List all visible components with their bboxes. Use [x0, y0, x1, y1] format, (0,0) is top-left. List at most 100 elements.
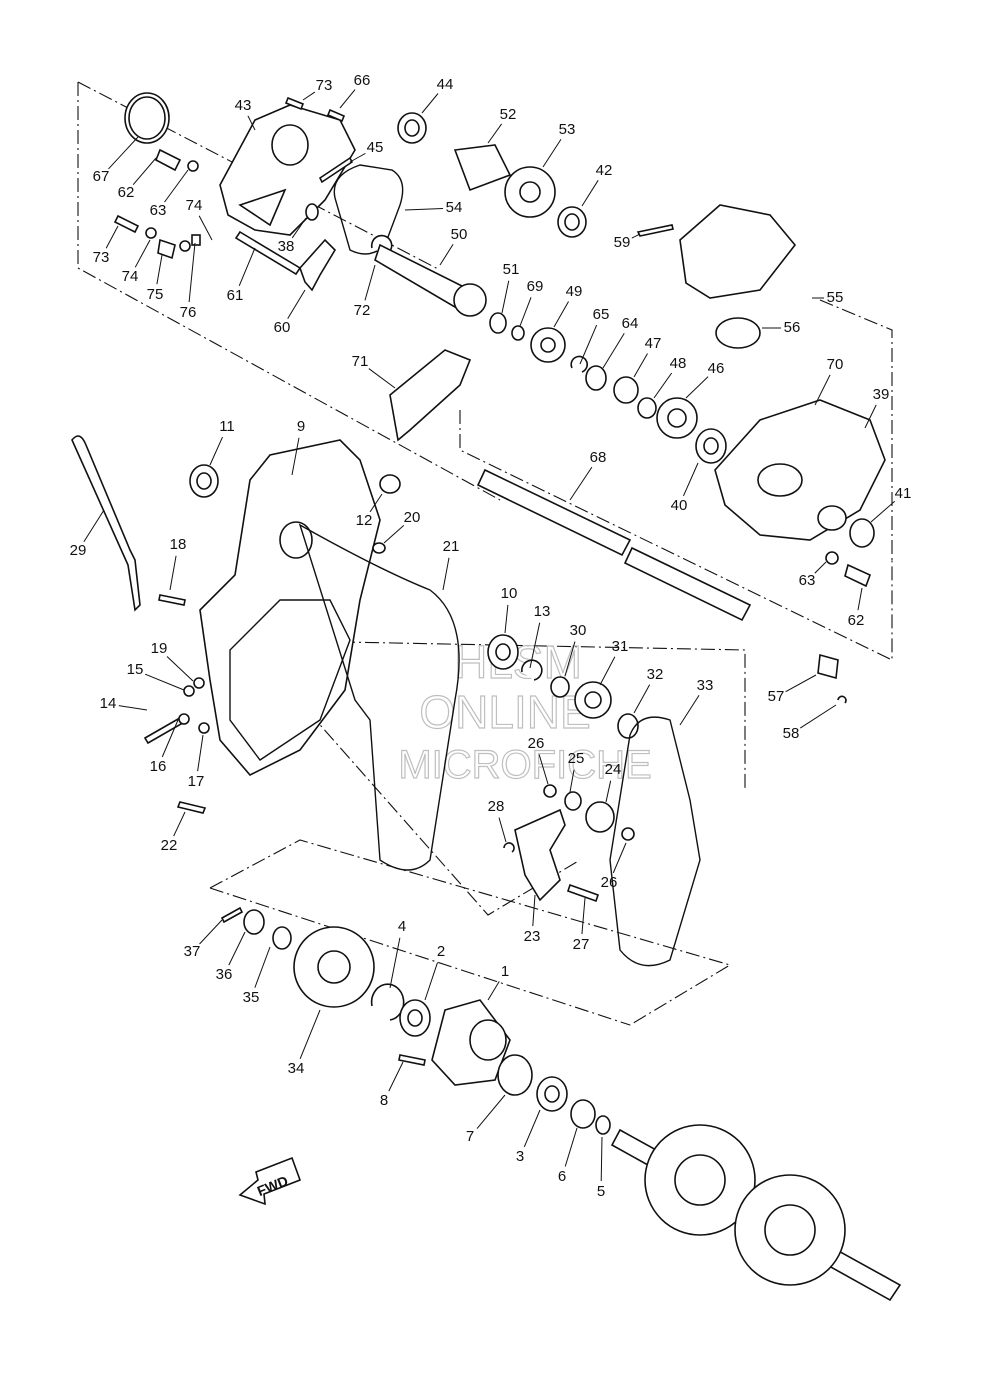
callout-label: 7	[466, 1128, 474, 1145]
callout-leader	[564, 641, 576, 677]
callout-leader	[569, 769, 575, 793]
callout-label: 12	[356, 512, 373, 529]
callout-leader	[197, 734, 204, 772]
callout-leader	[173, 811, 186, 837]
callout-leader	[564, 1127, 578, 1167]
callout-label: 26	[601, 874, 618, 891]
watermark-line3: MICROFICHE	[398, 743, 651, 787]
callout-label: 18	[170, 536, 187, 553]
upper-case-parts	[113, 92, 698, 442]
callout-leader	[633, 353, 648, 378]
callout-label: 63	[150, 202, 167, 219]
callout-label: 25	[568, 750, 585, 767]
callout-label: 66	[354, 72, 371, 89]
callout-label: 36	[216, 966, 233, 983]
callout-label: 59	[614, 234, 631, 251]
chain-54-shape	[333, 164, 404, 255]
callout-label: 50	[451, 226, 468, 243]
callout-label: 29	[70, 542, 87, 559]
callout-leader	[569, 466, 593, 501]
case-39-shape	[714, 399, 886, 541]
callout-label: 52	[500, 106, 517, 123]
callout-label: 11	[219, 418, 235, 435]
callout-leader	[388, 1061, 404, 1092]
callout-leader	[383, 524, 405, 544]
callout-leader	[685, 376, 709, 399]
callout-label: 73	[316, 77, 333, 94]
callout-label: 47	[645, 335, 662, 352]
callout-leader	[682, 462, 699, 497]
callout-leader	[631, 233, 641, 239]
callout-label: 41	[895, 485, 912, 502]
callout-leader	[228, 931, 246, 966]
lower-drive-parts	[220, 906, 902, 1302]
callout-label: 44	[437, 76, 454, 93]
callout-leader	[161, 719, 179, 758]
o-ring-56-shape	[715, 317, 761, 349]
callout-label: 61	[227, 287, 244, 304]
callout-label: 42	[596, 162, 613, 179]
callout-leader	[339, 89, 356, 109]
callout-label: 46	[708, 360, 725, 377]
callout-label: 56	[784, 319, 801, 336]
callout-label: 62	[848, 612, 865, 629]
callout-label: 14	[100, 695, 117, 712]
callout-label: 3	[516, 1148, 524, 1165]
callout-leader	[369, 493, 383, 513]
guide-71-shape	[389, 349, 472, 442]
callout-leader	[599, 656, 616, 686]
callout-leader	[605, 780, 612, 803]
callout-leader	[864, 404, 877, 429]
callout-leader	[198, 215, 213, 241]
callout-label: 60	[274, 319, 291, 336]
callout-label: 71	[352, 353, 369, 370]
callouts: 1234567891011121314151617181920212223242…	[70, 72, 912, 1200]
callout-leader	[169, 555, 177, 591]
callout-leader	[498, 817, 507, 843]
callout-leader	[132, 157, 157, 185]
callout-leader	[542, 138, 562, 168]
callout-leader	[538, 754, 549, 785]
callout-leader	[600, 1136, 603, 1182]
callout-label: 13	[534, 603, 551, 620]
callout-label: 24	[605, 761, 622, 778]
callout-label: 53	[559, 121, 576, 138]
callout-label: 74	[122, 268, 139, 285]
cover-55-shape	[679, 204, 797, 299]
gasket-21-shape	[298, 523, 460, 871]
callout-label: 26	[528, 735, 545, 752]
callout-leader	[364, 264, 376, 301]
callout-leader	[870, 500, 896, 523]
callout-leader	[487, 981, 500, 1001]
callout-leader	[83, 509, 105, 542]
callout-leader	[679, 694, 700, 726]
callout-label: 62	[118, 184, 135, 201]
callout-label: 31	[612, 638, 629, 655]
callout-label: 28	[488, 798, 505, 815]
callout-leader	[118, 705, 148, 711]
callout-leader	[291, 217, 307, 239]
callout-label: 40	[671, 497, 688, 514]
callout-label: 63	[799, 572, 816, 589]
callout-label: 38	[278, 238, 295, 255]
callout-label: 8	[380, 1092, 388, 1109]
callout-label: 37	[184, 943, 201, 960]
callout-label: 58	[783, 725, 800, 742]
callout-label: 72	[354, 302, 371, 319]
callout-label: 19	[151, 640, 168, 657]
callout-label: 75	[147, 286, 164, 303]
callout-leader	[612, 842, 627, 874]
callout-label: 39	[873, 386, 890, 403]
callout-leader	[857, 587, 863, 611]
callout-label: 23	[524, 928, 541, 945]
callout-label: 65	[593, 306, 610, 323]
callout-label: 76	[180, 304, 197, 321]
callout-leader	[404, 207, 444, 211]
callout-leader	[633, 684, 651, 714]
watermark: HLSM ONLINE MICROFICHE	[398, 635, 653, 787]
chain-33-shape	[609, 716, 701, 967]
callout-leader	[799, 704, 837, 729]
callout-label: 5	[597, 1183, 605, 1200]
callout-leader	[814, 561, 827, 574]
